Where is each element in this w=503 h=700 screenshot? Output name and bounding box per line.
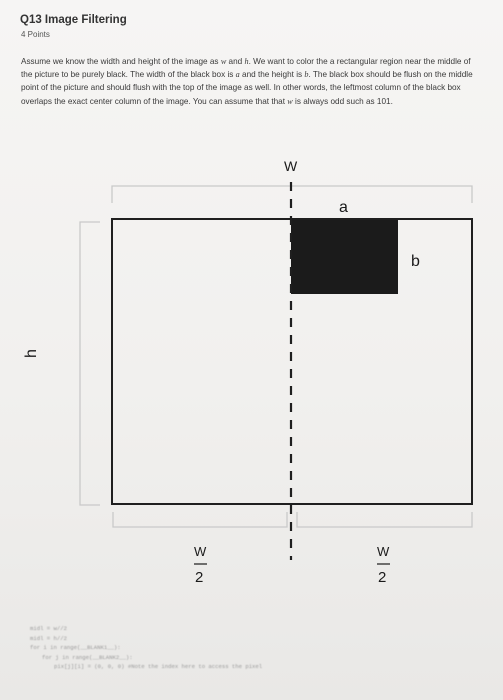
- half-right-numerator: W: [377, 544, 390, 559]
- question-text-part: is always odd such as 101.: [292, 96, 393, 106]
- question-text: Assume we know the width and height of t…: [21, 55, 483, 108]
- half-left-denominator: 2: [195, 569, 203, 586]
- image-diagram: W a b h W 2 W 2: [23, 158, 473, 586]
- code-line: midl = w//2: [30, 625, 67, 632]
- half-left-numerator: W: [194, 544, 207, 559]
- code-line: pix[j][i] = (0, 0, 0) #Note the index he…: [54, 663, 263, 671]
- question-text-part: and the height is: [239, 70, 305, 80]
- question-points: 4 Points: [21, 30, 50, 39]
- black-box: [291, 220, 398, 294]
- half-right-denominator: 2: [378, 569, 386, 586]
- question-title: Q13 Image Filtering: [20, 14, 127, 26]
- left-half-bracket: [112, 512, 288, 528]
- var-w: w: [287, 96, 293, 106]
- label-h: h: [23, 349, 40, 358]
- var-w: w: [220, 57, 227, 66]
- var-h: h: [244, 57, 249, 66]
- code-line: for j in range(__BLANK2__):: [42, 653, 133, 661]
- question-text-part: and: [226, 57, 245, 66]
- label-w-top: W: [284, 158, 298, 174]
- height-bracket: [79, 221, 100, 506]
- label-a: a: [339, 199, 348, 216]
- label-b: b: [411, 253, 420, 270]
- code-block: midl = w//2 midl = h//2 for i in range(_…: [30, 624, 470, 672]
- code-line: midl = h//2: [30, 634, 67, 642]
- question-text-part: . We want to color the a rectangular reg…: [21, 57, 471, 80]
- var-a: a: [235, 70, 240, 80]
- code-line: for i in range(__BLANK1__):: [30, 644, 121, 652]
- right-half-bracket: [296, 512, 473, 528]
- question-text-part: . The black box should be flush on the m…: [21, 70, 473, 106]
- var-b: b: [304, 70, 309, 80]
- question-text-part: Assume we know the width and height of t…: [21, 57, 221, 66]
